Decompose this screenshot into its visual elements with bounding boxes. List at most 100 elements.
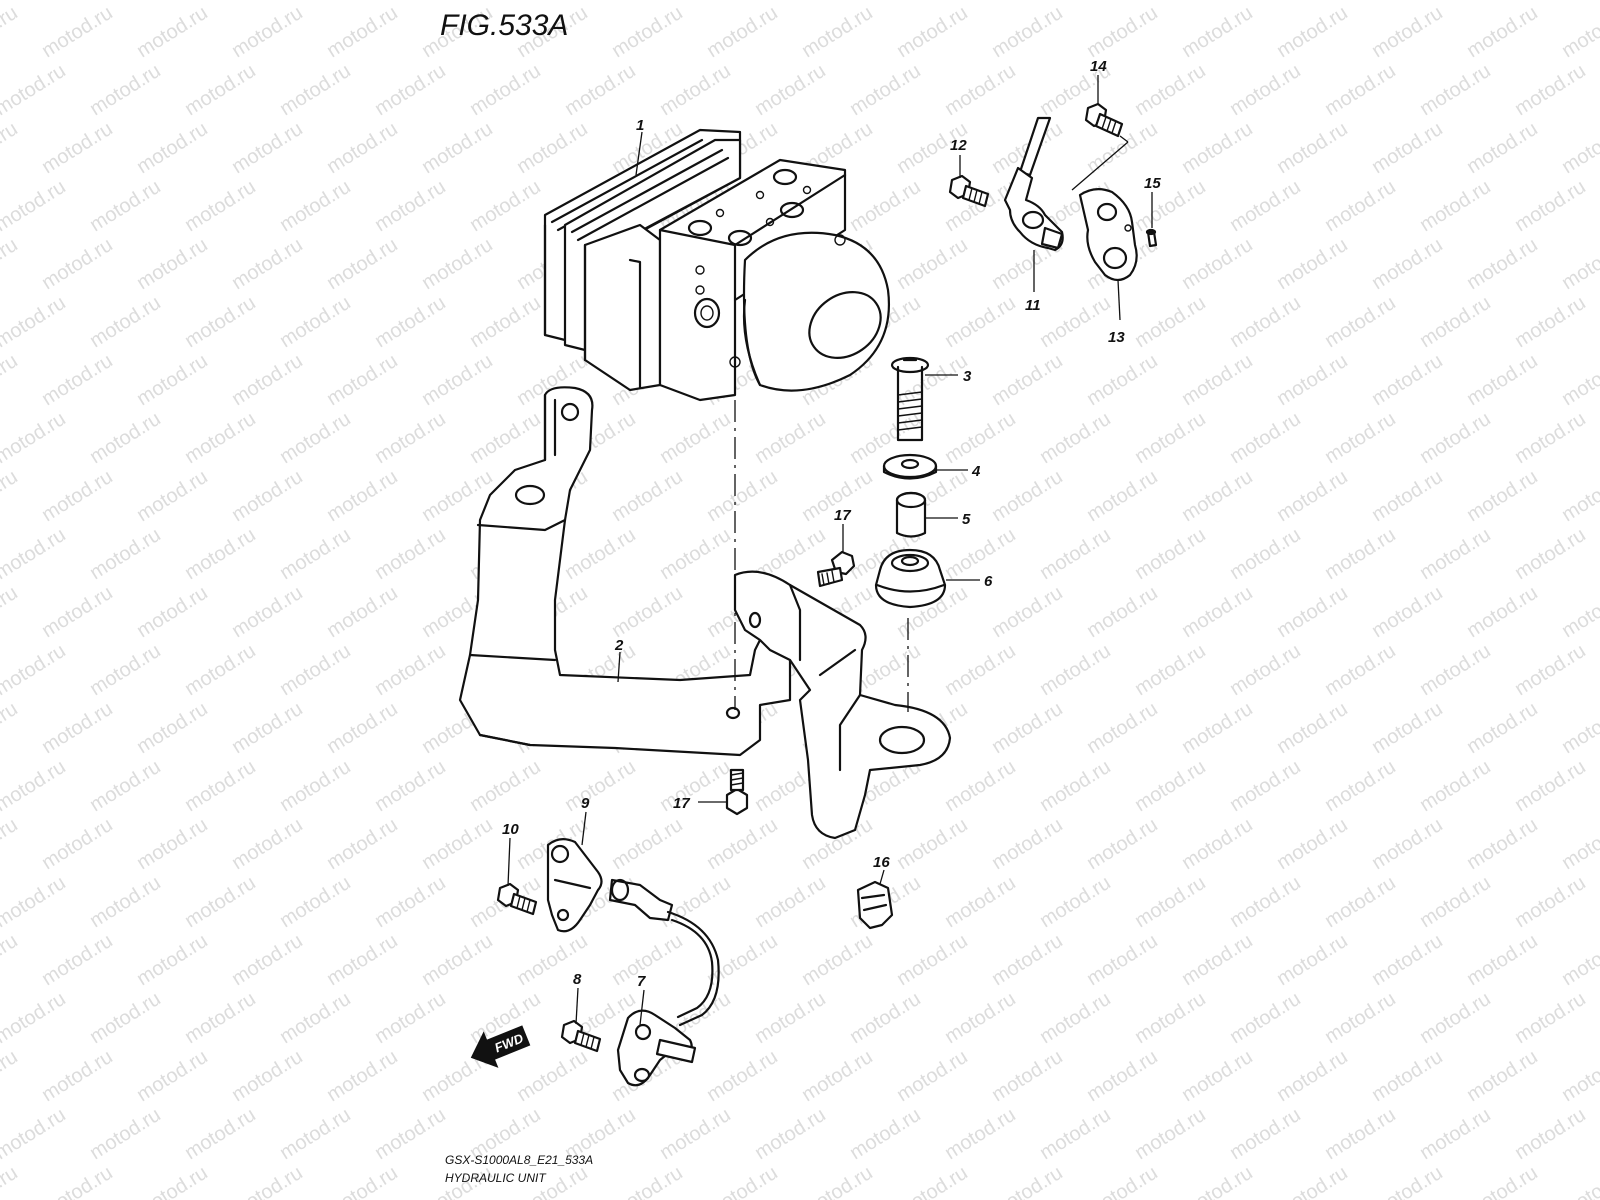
watermark-text: motod.ru	[181, 176, 260, 236]
watermark-text: motod.ru	[1226, 640, 1305, 700]
callout-12[interactable]: 12	[950, 137, 967, 154]
watermark-text: motod.ru	[1178, 814, 1257, 874]
watermark-text: motod.ru	[1463, 2, 1542, 62]
callout-10[interactable]: 10	[502, 821, 519, 838]
watermark-text: motod.ru	[941, 756, 1020, 816]
callout-8[interactable]: 8	[573, 971, 582, 988]
bolt-part-14[interactable]	[1084, 102, 1124, 138]
watermark-text: motod.ru	[941, 0, 1020, 4]
watermark-text: motod.ru	[1178, 582, 1257, 642]
watermark-text: motod.ru	[86, 292, 165, 352]
watermark-text: motod.ru	[1131, 60, 1210, 120]
callout-17-upper[interactable]: 17	[834, 507, 851, 524]
watermark-text: motod.ru	[751, 408, 830, 468]
callout-9[interactable]: 9	[581, 795, 590, 812]
watermark-text: motod.ru	[1558, 814, 1600, 874]
watermark-text: motod.ru	[1321, 292, 1400, 352]
bolt-part-8[interactable]	[560, 1019, 602, 1053]
bolt-part-12[interactable]	[948, 174, 990, 208]
watermark-text: motod.ru	[228, 234, 307, 294]
watermark-text: motod.ru	[608, 2, 687, 62]
watermark-text: motod.ru	[371, 988, 450, 1048]
watermark-text: motod.ru	[988, 1162, 1067, 1200]
watermark-text: motod.ru	[371, 176, 450, 236]
watermark-text: motod.ru	[893, 930, 972, 990]
watermark-text: motod.ru	[1463, 350, 1542, 410]
bracket-part-2[interactable]	[458, 386, 952, 840]
watermark-text: motod.ru	[1463, 1046, 1542, 1106]
watermark-text: motod.ru	[1321, 640, 1400, 700]
watermark-text: motod.ru	[1178, 466, 1257, 526]
callout-5[interactable]: 5	[962, 511, 971, 528]
watermark-text: motod.ru	[1178, 930, 1257, 990]
watermark-text: motod.ru	[466, 176, 545, 236]
washer-part-4[interactable]	[882, 453, 938, 480]
watermark-text: motod.ru	[1083, 1046, 1162, 1106]
callout-3[interactable]: 3	[963, 368, 972, 385]
clamp-part-16[interactable]	[856, 880, 894, 930]
grommet-part-6[interactable]	[874, 548, 947, 609]
watermark-text: motod.ru	[38, 930, 117, 990]
watermark-text: motod.ru	[703, 814, 782, 874]
rear-sensor-part-7[interactable]	[608, 878, 720, 1087]
figure-code: GSX-S1000AL8_E21_533A	[445, 1153, 593, 1167]
watermark-text: motod.ru	[1321, 524, 1400, 584]
watermark-text: motod.ru	[181, 872, 260, 932]
watermark-text: motod.ru	[1463, 118, 1542, 178]
watermark-text: motod.ru	[418, 234, 497, 294]
watermark-text: motod.ru	[86, 60, 165, 120]
callout-15[interactable]: 15	[1144, 175, 1161, 192]
front-sensor-part-11[interactable]	[1003, 116, 1064, 252]
watermark-text: motod.ru	[0, 698, 22, 758]
watermark-text: motod.ru	[1036, 756, 1115, 816]
callout-6[interactable]: 6	[984, 573, 993, 590]
callout-13[interactable]: 13	[1108, 329, 1125, 346]
callout-2[interactable]: 2	[614, 637, 624, 654]
watermark-text: motod.ru	[276, 524, 355, 584]
callout-16[interactable]: 16	[873, 854, 890, 871]
watermark-text: motod.ru	[86, 524, 165, 584]
callout-11[interactable]: 11	[1025, 297, 1041, 314]
watermark-text: motod.ru	[1368, 814, 1447, 874]
watermark-text: motod.ru	[846, 988, 925, 1048]
callout-14[interactable]: 14	[1090, 58, 1107, 75]
watermark-text: motod.ru	[941, 640, 1020, 700]
bolt-part-17-lower[interactable]	[725, 768, 749, 816]
watermark-text: motod.ru	[0, 60, 70, 120]
watermark-text: motod.ru	[1273, 2, 1352, 62]
collar-part-5[interactable]	[895, 491, 927, 538]
watermark-text: motod.ru	[703, 466, 782, 526]
watermark-text: motod.ru	[418, 814, 497, 874]
callout-7[interactable]: 7	[637, 973, 646, 990]
pin-part-15[interactable]	[1145, 228, 1158, 248]
callouts: 1 2 3 4 5 6 7 8 9 10 11 12 13 14 15 16 1	[502, 58, 1161, 1026]
callout-1[interactable]: 1	[636, 117, 644, 134]
watermark-text: motod.ru	[86, 176, 165, 236]
bolt-part-17-upper[interactable]	[816, 550, 856, 588]
watermark-text: motod.ru	[751, 872, 830, 932]
sensor-bracket-part-9[interactable]	[546, 838, 603, 933]
watermark-text: motod.ru	[1368, 1046, 1447, 1106]
sensor-bracket-part-13[interactable]	[1078, 188, 1138, 282]
watermark-text: motod.ru	[893, 234, 972, 294]
watermark-text: motod.ru	[1131, 0, 1210, 4]
watermark-text: motod.ru	[323, 930, 402, 990]
watermark-text: motod.ru	[86, 0, 165, 4]
watermark-text: motod.ru	[0, 176, 70, 236]
watermark-text: motod.ru	[466, 408, 545, 468]
watermark-text: motod.ru	[86, 988, 165, 1048]
callout-4[interactable]: 4	[971, 463, 981, 480]
callout-17-lower[interactable]: 17	[673, 795, 690, 812]
watermark-text: motod.ru	[1558, 350, 1600, 410]
watermark-text: motod.ru	[798, 930, 877, 990]
bolt-part-10[interactable]	[496, 882, 538, 916]
watermark-text: motod.ru	[703, 1162, 782, 1200]
bolt-part-3[interactable]	[890, 356, 930, 442]
watermark-text: motod.ru	[656, 1104, 735, 1164]
watermark-text: motod.ru	[418, 118, 497, 178]
watermark-text: motod.ru	[1321, 872, 1400, 932]
hydraulic-unit-part-1[interactable]	[543, 128, 893, 402]
watermark-text: motod.ru	[181, 988, 260, 1048]
watermark-text: motod.ru	[656, 408, 735, 468]
